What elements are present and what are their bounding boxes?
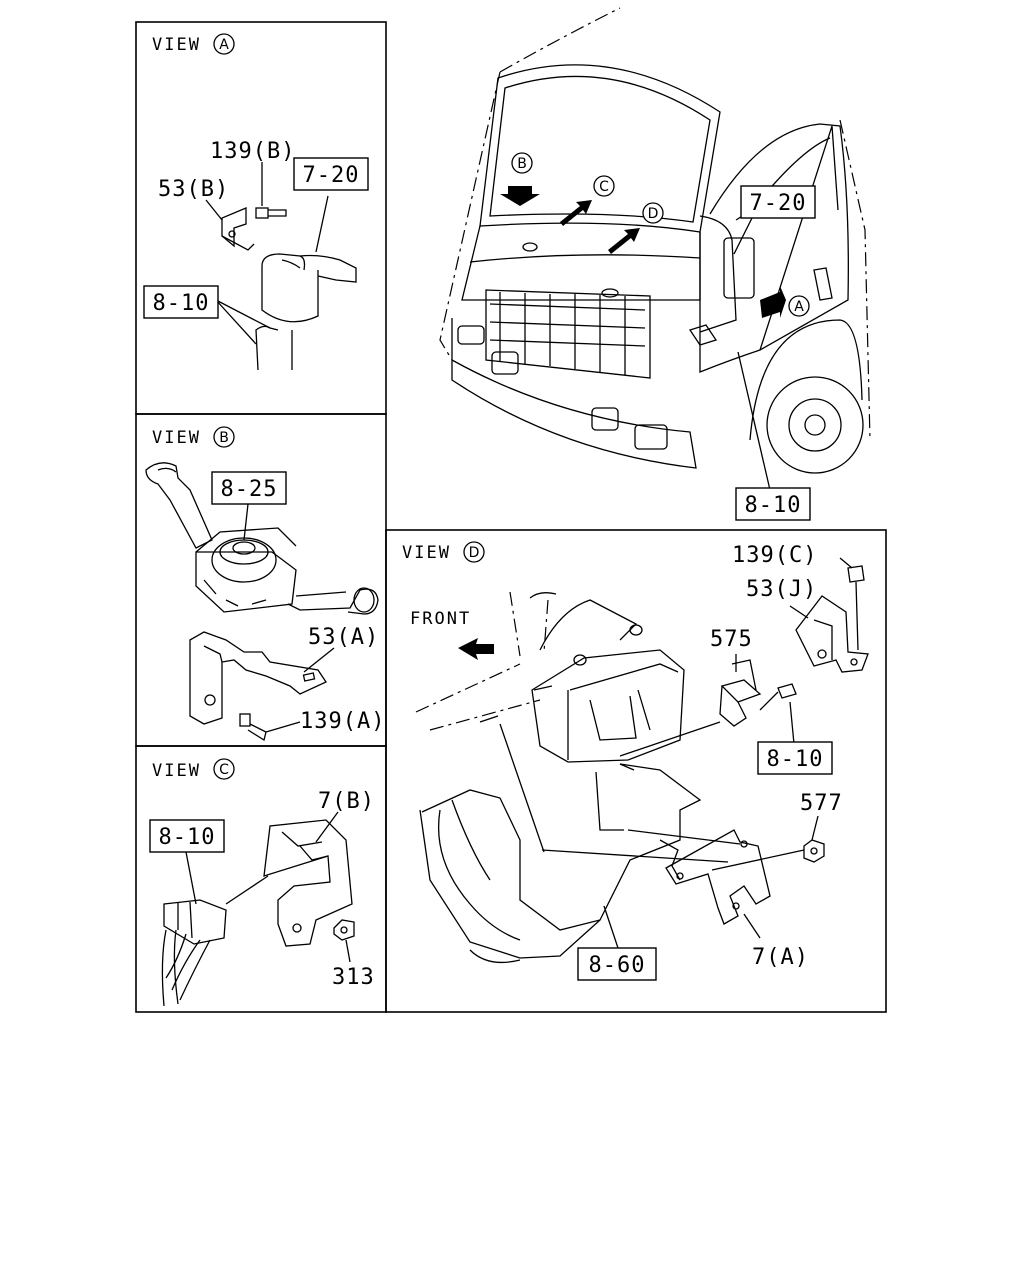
arrow-label-c: C — [593, 175, 615, 197]
svg-text:7-20: 7-20 — [303, 163, 360, 188]
svg-text:A: A — [794, 299, 804, 315]
svg-text:C: C — [599, 179, 609, 195]
svg-text:B: B — [517, 156, 527, 172]
view-c-drawing — [161, 811, 355, 1007]
svg-text:8-25: 8-25 — [221, 477, 278, 502]
view-b-letter: B — [219, 430, 229, 446]
svg-text:8-10: 8-10 — [745, 493, 802, 518]
view-b-part-53a: 53(A) — [308, 625, 379, 650]
view-c-title: VIEW — [152, 761, 201, 781]
view-a-drawing — [205, 162, 357, 371]
view-d-part-53j: 53(J) — [746, 577, 817, 602]
view-a-callout-7-20: 7-20 — [293, 157, 369, 191]
view-d-title: VIEW — [402, 543, 451, 563]
arrow-label-d: D — [642, 202, 664, 224]
view-c-letter: C — [219, 762, 229, 778]
view-d-panel — [385, 529, 887, 1013]
view-b-part-139a: 139(A) — [300, 709, 385, 734]
view-c-callout-8-10: 8-10 — [149, 819, 225, 853]
view-a-part-139b: 139(B) — [210, 139, 295, 164]
view-d-callout-8-10: 8-10 — [757, 741, 833, 775]
front-arrow — [458, 638, 494, 660]
grille — [485, 289, 651, 379]
view-d-part-139c: 139(C) — [732, 543, 817, 568]
view-b-callout-8-25: 8-25 — [211, 471, 287, 505]
view-d-callout-8-60: 8-60 — [577, 947, 657, 981]
view-b-drawing — [145, 462, 379, 742]
main-callout-7-20: 7-20 — [733, 185, 816, 255]
view-c-part-313: 313 — [332, 965, 375, 990]
svg-text:D: D — [648, 206, 659, 222]
view-b-panel — [135, 413, 387, 747]
view-a-letter: A — [219, 37, 229, 53]
view-a-callout-8-10: 8-10 — [143, 285, 219, 319]
front-label: FRONT — [410, 609, 471, 629]
main-callout-8-10: 8-10 — [735, 487, 811, 521]
view-b-title: VIEW — [152, 428, 201, 448]
svg-text:7-20: 7-20 — [750, 191, 807, 216]
svg-text:8-10: 8-10 — [153, 291, 210, 316]
view-d-part-575: 575 — [710, 627, 753, 652]
arrow-label-b: B — [511, 152, 533, 174]
svg-text:8-60: 8-60 — [589, 953, 646, 978]
svg-text:8-10: 8-10 — [767, 747, 824, 772]
view-d-drawing — [415, 557, 869, 964]
svg-text:8-10: 8-10 — [159, 825, 216, 850]
view-c-part-7b: 7(B) — [318, 789, 375, 814]
view-d-part-577: 577 — [800, 791, 843, 816]
arrow-label-a: A — [788, 295, 810, 317]
truck-illustration — [439, 7, 871, 491]
view-a-part-53b: 53(B) — [158, 177, 229, 202]
view-d-letter: D — [469, 545, 480, 561]
view-d-part-7a: 7(A) — [752, 945, 809, 970]
view-a-title: VIEW — [152, 35, 201, 55]
